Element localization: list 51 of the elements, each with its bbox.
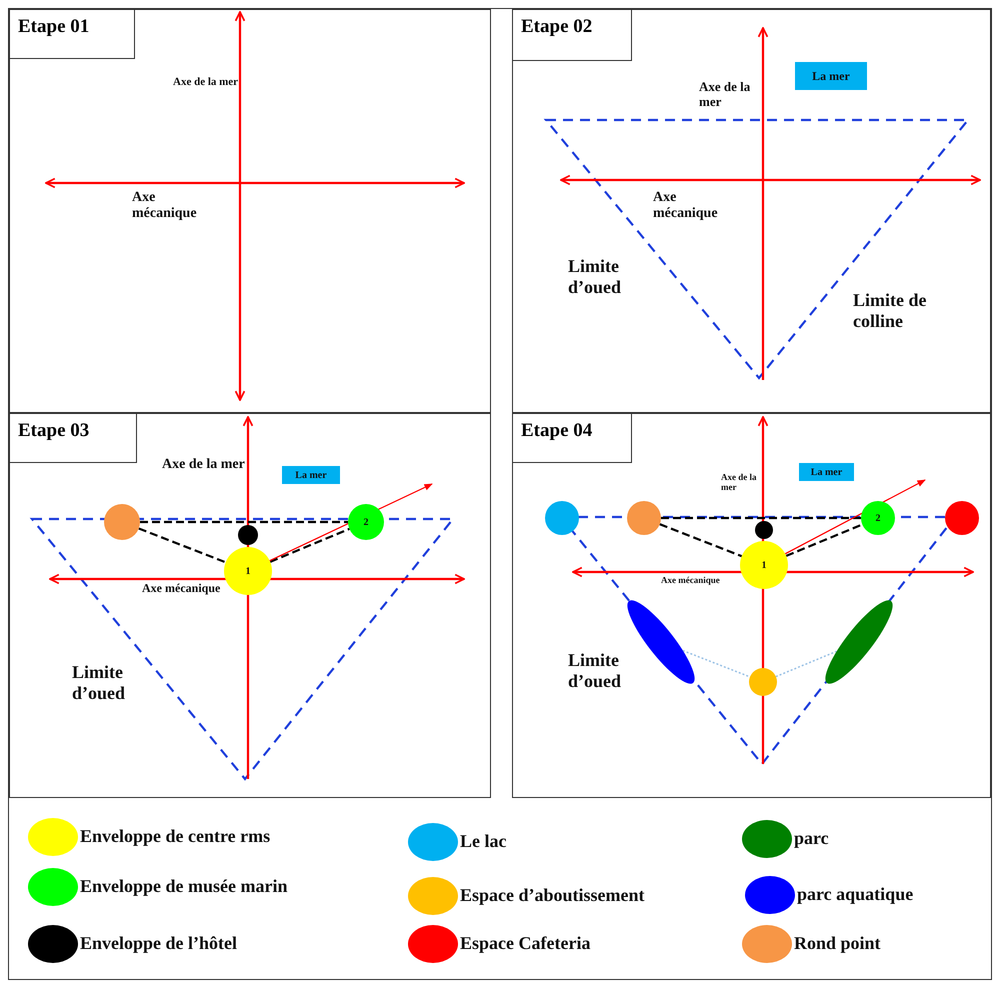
legend-text: Espace Cafeteria [460, 933, 590, 954]
legend-text: Rond point [794, 933, 881, 954]
axis-label: Axe de la mer [162, 457, 246, 474]
axis-label: Axe de la mer [699, 80, 752, 110]
axis-label: Axe de la mer [721, 472, 758, 493]
stage-title: Etape 04 [512, 413, 632, 463]
zone-circle [749, 668, 777, 696]
legend-text: parc aquatique [797, 884, 914, 905]
zone-circle [545, 501, 579, 535]
zone-circle [755, 521, 773, 539]
sea-label-box: La mer [795, 62, 867, 90]
legend-text: parc [794, 828, 829, 849]
zone-circle: 1 [740, 541, 788, 589]
zone-circle [104, 504, 140, 540]
connector-line [682, 650, 750, 678]
legend-text: Le lac [460, 831, 506, 852]
connector-line [140, 520, 348, 524]
legend-text: Enveloppe de musée marin [80, 876, 288, 897]
axis-label: Axe mécanique [661, 575, 721, 586]
axis-label: Axe de la mer [173, 76, 240, 89]
axis-label: Axe mécanique [142, 582, 222, 596]
connector-line [138, 527, 226, 564]
zone-circle [945, 501, 979, 535]
legend-text: Enveloppe de l’hôtel [80, 933, 238, 954]
connector-line [776, 650, 837, 678]
axis-label: Limite de colline [853, 290, 928, 332]
axis-label: Axe mécanique [653, 190, 719, 222]
axis-label: Axe mécanique [132, 190, 198, 222]
axis-label: Limite d’oued [568, 650, 622, 692]
legend-text: Enveloppe de centre rms [80, 826, 270, 847]
axis-label: Limite d’oued [568, 256, 622, 298]
connector-line [661, 516, 861, 520]
stage-panel [512, 9, 991, 413]
stage-panel [9, 9, 491, 413]
connector-line [270, 528, 350, 563]
axis-label: Limite d’oued [72, 662, 126, 704]
stage-title: Etape 03 [9, 413, 137, 463]
stage-title: Etape 01 [9, 9, 135, 59]
legend-text: Espace d’aboutissement [460, 885, 645, 906]
sea-label-box: La mer [282, 466, 340, 484]
connector-line [659, 523, 742, 558]
stage-title: Etape 02 [512, 9, 632, 61]
zone-circle [627, 501, 661, 535]
sea-label-box: La mer [799, 463, 854, 481]
zone-circle: 2 [861, 501, 895, 535]
stage-panel [512, 413, 991, 798]
zone-circle: 1 [224, 547, 272, 595]
zone-circle: 2 [348, 504, 384, 540]
stage-panel [9, 413, 491, 798]
connector-line [786, 523, 863, 557]
zone-circle [238, 525, 258, 545]
